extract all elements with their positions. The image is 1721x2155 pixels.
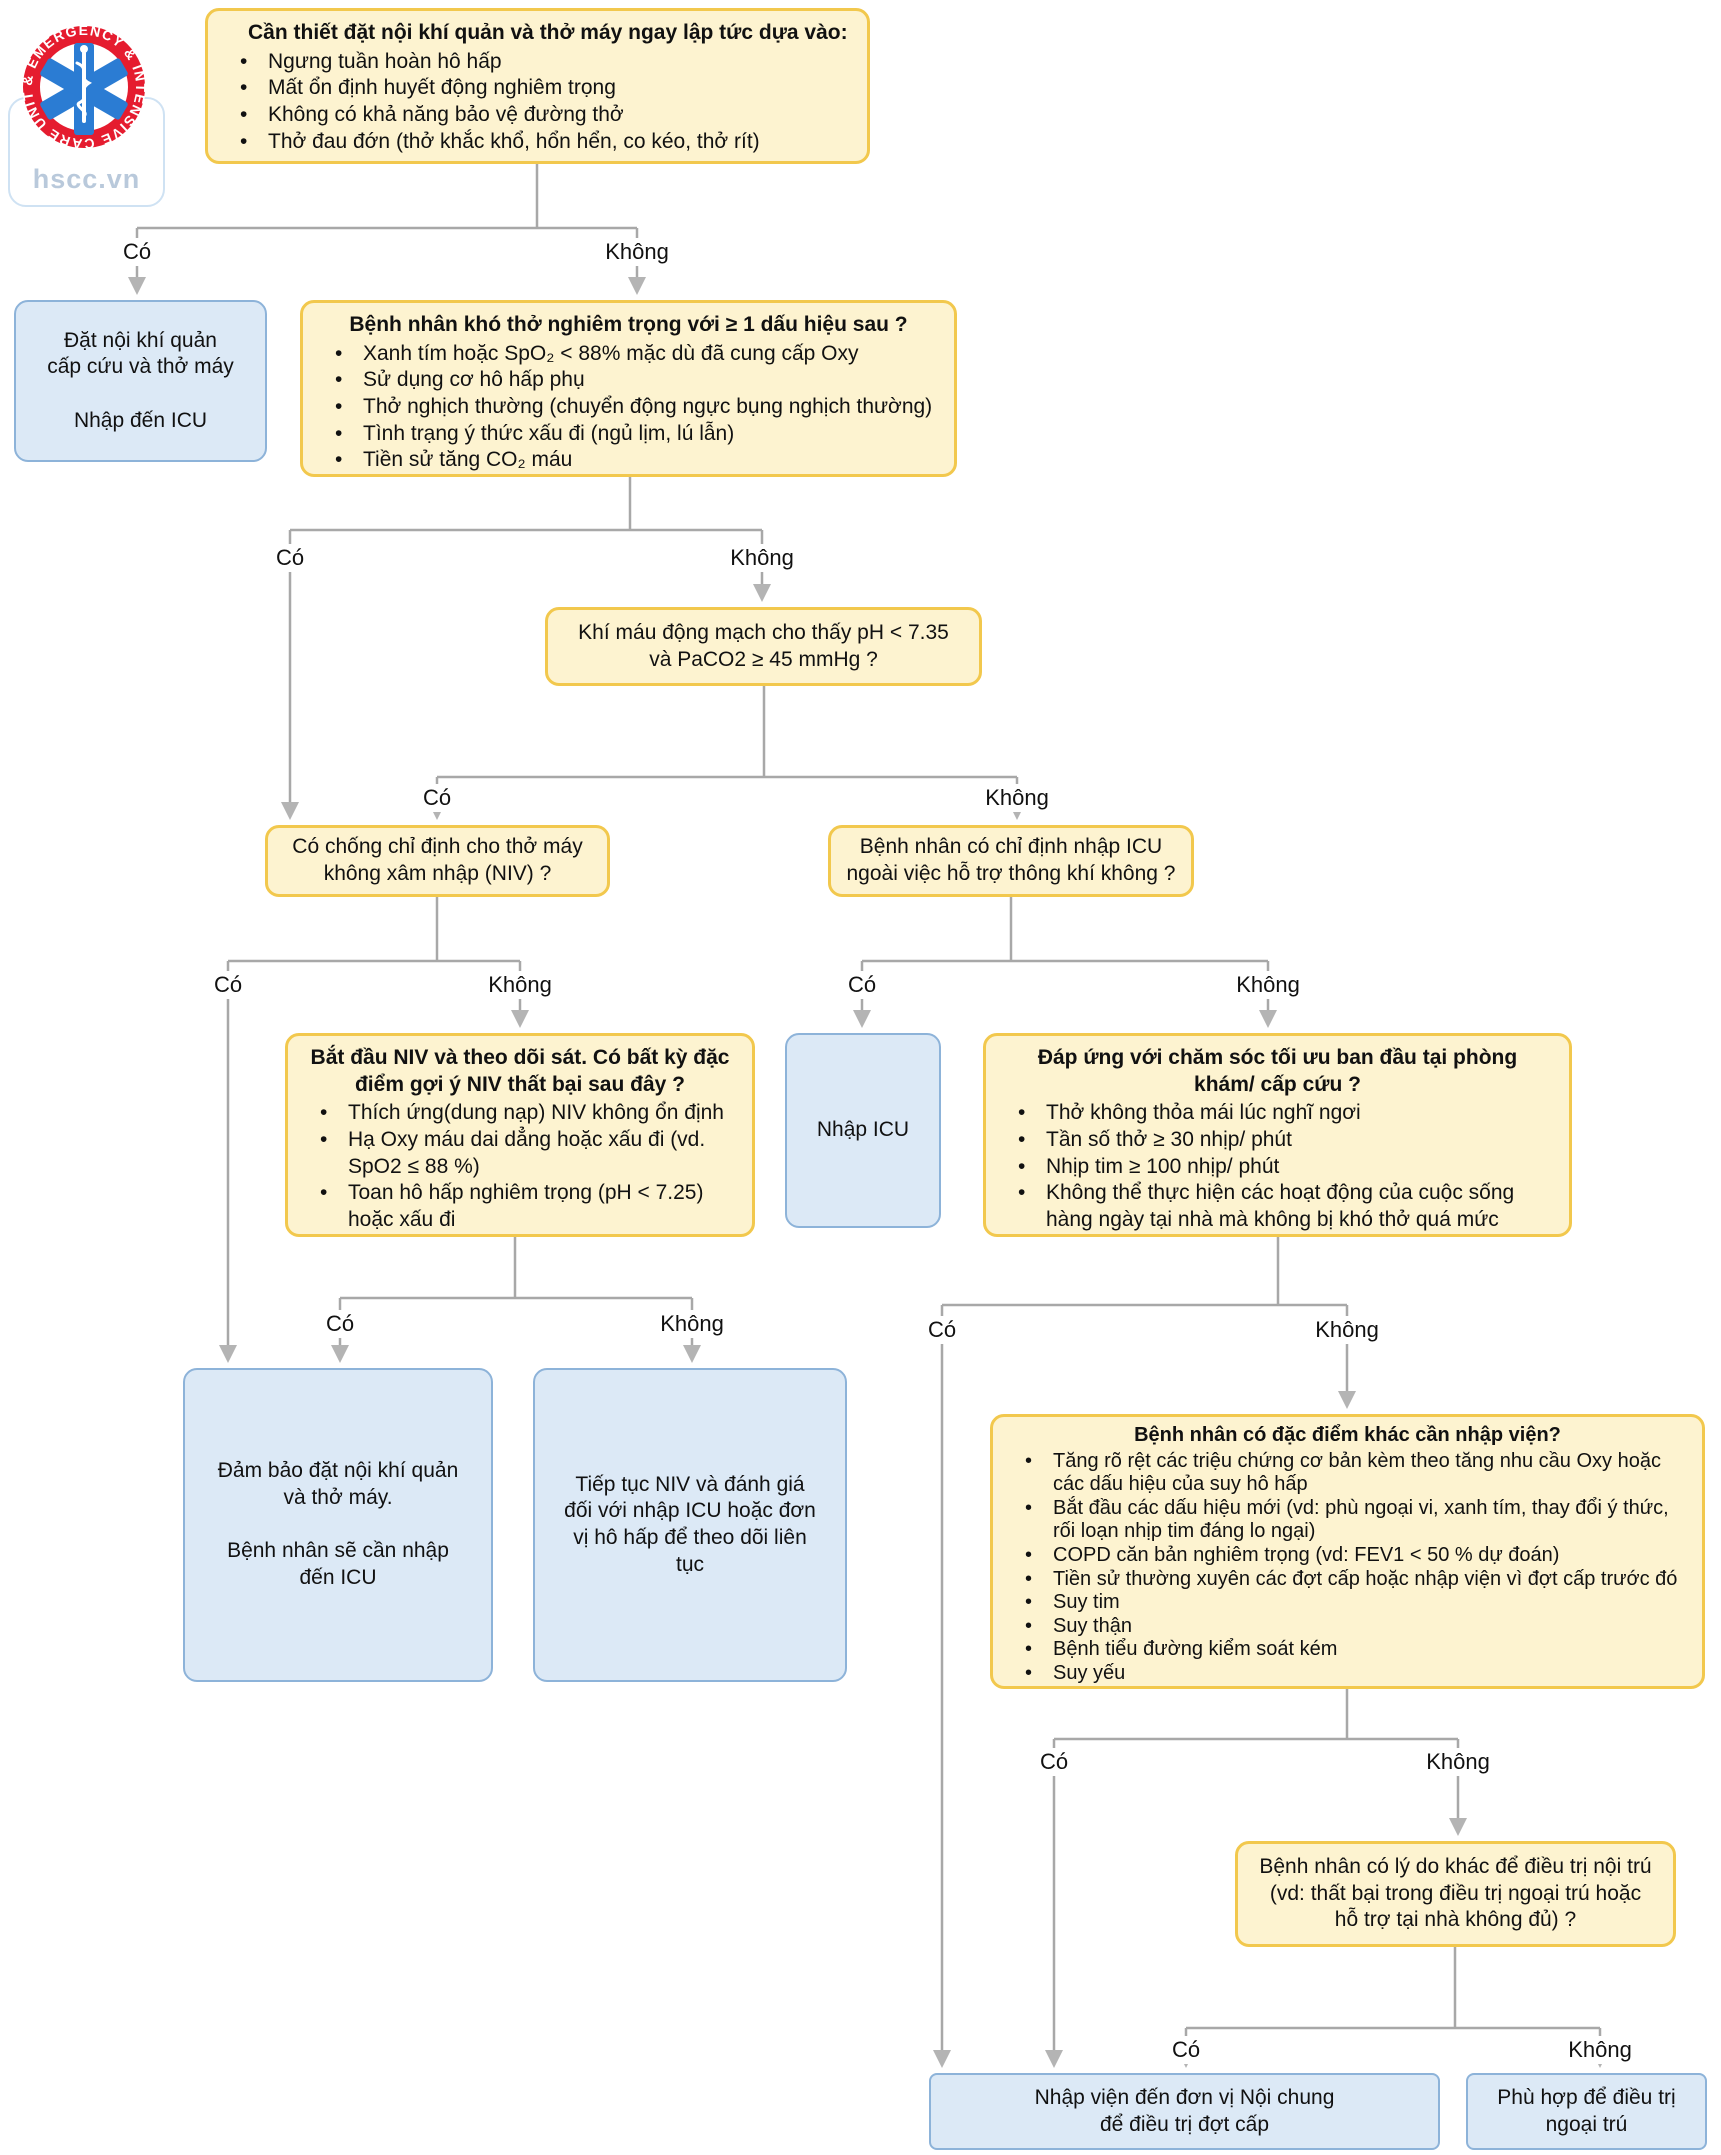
node-title: Đáp ứng với chăm sóc tối ưu ban đầu tại … bbox=[1037, 1046, 1518, 1096]
node-text: Tiếp tục NIV và đánh giá đối với nhập IC… bbox=[564, 1472, 816, 1576]
node-text: Nhập viện đến đơn vị Nội chung để điều t… bbox=[1034, 2085, 1335, 2136]
bullet-item: Mất ổn định huyết động nghiêm trọng bbox=[232, 75, 859, 102]
edge-label-no: Không bbox=[598, 238, 676, 267]
node-text: Có chống chỉ định cho thở máy không xâm … bbox=[292, 835, 583, 885]
bullet-item: Không thể thực hiện các hoạt động của cu… bbox=[1010, 1180, 1561, 1233]
node-other-admission-features-question: Bệnh nhân có đặc điểm khác cần nhập viện… bbox=[990, 1414, 1705, 1689]
star-of-life-icon bbox=[40, 43, 128, 135]
bullet-list: Thở không thỏa mái lúc nghĩ ngơiTần số t… bbox=[986, 1100, 1569, 1233]
bullet-item: Nhịp tim ≥ 100 nhịp/ phút bbox=[1010, 1154, 1561, 1181]
edge-label-no: Không bbox=[1561, 2036, 1639, 2065]
edge-label-yes: Có bbox=[1164, 2036, 1208, 2065]
edge-label-no: Không bbox=[1229, 971, 1307, 1000]
edge-label-yes: Có bbox=[318, 1310, 362, 1339]
bullet-list: Xanh tím hoặc SpO₂ < 88% mặc dù đã cung … bbox=[303, 341, 954, 474]
node-admit-icu-outcome: Nhập ICU bbox=[785, 1033, 941, 1228]
bullet-item: Bắt đầu các dấu hiệu mới (vd: phù ngoại … bbox=[1017, 1497, 1694, 1544]
edge-label-yes: Có bbox=[206, 971, 250, 1000]
bullet-item: Hạ Oxy máu dai dẳng hoặc xấu đi (vd. SpO… bbox=[312, 1127, 744, 1180]
bullet-item: Suy thận bbox=[1017, 1615, 1694, 1639]
bullet-item: Suy yếu bbox=[1017, 1662, 1694, 1686]
bullet-item: Tăng rõ rệt các triệu chứng cơ bản kèm t… bbox=[1017, 1450, 1694, 1497]
edge-label-no: Không bbox=[653, 1310, 731, 1339]
bullet-item: Thở đau đớn (thở khắc khổ, hổn hển, co k… bbox=[232, 129, 859, 156]
logo-brand-text: hscc.vn bbox=[32, 164, 141, 194]
bullet-item: Toan hô hấp nghiêm trọng (pH < 7.25) hoặ… bbox=[312, 1180, 744, 1233]
node-title: Bắt đầu NIV và theo dõi sát. Có bất kỳ đ… bbox=[310, 1046, 730, 1096]
node-text: Khí máu động mạch cho thấy pH < 7.35 và … bbox=[578, 620, 949, 671]
node-abg-question: Khí máu động mạch cho thấy pH < 7.35 và … bbox=[545, 607, 982, 686]
node-severe-dyspnea-question: Bệnh nhân khó thở nghiêm trọng với ≥ 1 d… bbox=[300, 300, 957, 477]
node-text: Phù hợp để điều trị ngoại trú bbox=[1497, 2085, 1676, 2136]
bullet-item: Suy tim bbox=[1017, 1591, 1694, 1615]
edge-label-no: Không bbox=[481, 971, 559, 1000]
edge-label-yes: Có bbox=[920, 1316, 964, 1345]
edge-label-yes: Có bbox=[268, 544, 312, 573]
node-immediate-intubation-criteria: Cần thiết đặt nội khí quản và thở máy ng… bbox=[205, 8, 870, 164]
edge-label-no: Không bbox=[723, 544, 801, 573]
node-icu-indication-question: Bệnh nhân có chỉ định nhập ICU ngoài việ… bbox=[828, 825, 1194, 897]
node-text: Đặt nội khí quản cấp cứu và thở máy Nhập… bbox=[47, 328, 234, 432]
edge-label-no: Không bbox=[978, 784, 1056, 813]
bullet-item: COPD căn bản nghiêm trọng (vd: FEV1 < 50… bbox=[1017, 1544, 1694, 1568]
node-continue-niv-outcome: Tiếp tục NIV và đánh giá đối với nhập IC… bbox=[533, 1368, 847, 1682]
edge-label-no: Không bbox=[1308, 1316, 1386, 1345]
node-initial-care-response-question: Đáp ứng với chăm sóc tối ưu ban đầu tại … bbox=[983, 1033, 1572, 1237]
node-title: Bệnh nhân có đặc điểm khác cần nhập viện… bbox=[1134, 1424, 1561, 1446]
node-admit-general-ward-outcome: Nhập viện đến đơn vị Nội chung để điều t… bbox=[929, 2073, 1440, 2150]
bullet-item: Thở không thỏa mái lúc nghĩ ngơi bbox=[1010, 1100, 1561, 1127]
node-text: Bệnh nhân có lý do khác để điều trị nội … bbox=[1259, 1855, 1652, 1932]
bullet-item: Ngưng tuần hoàn hô hấp bbox=[232, 49, 859, 76]
edge-label-yes: Có bbox=[115, 238, 159, 267]
node-outpatient-treatment-outcome: Phù hợp để điều trị ngoại trú bbox=[1466, 2073, 1707, 2150]
node-title: Cần thiết đặt nội khí quản và thở máy ng… bbox=[248, 21, 848, 44]
node-text: Bệnh nhân có chỉ định nhập ICU ngoài việ… bbox=[846, 835, 1176, 885]
bullet-list: Tăng rõ rệt các triệu chứng cơ bản kèm t… bbox=[993, 1450, 1702, 1686]
bullet-item: Tình trạng ý thức xấu đi (ngủ lịm, lú lẫ… bbox=[327, 421, 946, 448]
bullet-item: Thở nghịch thường (chuyển động ngực bụng… bbox=[327, 394, 946, 421]
node-title: Bệnh nhân khó thở nghiêm trọng với ≥ 1 d… bbox=[349, 313, 908, 336]
node-ensure-intubation-outcome: Đảm bảo đặt nội khí quản và thở máy. Bện… bbox=[183, 1368, 493, 1682]
emergency-intensive-care-logo-icon: & EMERGENCY & INTENSIVE CARE UNIT bbox=[19, 22, 148, 152]
edge-label-yes: Có bbox=[840, 971, 884, 1000]
bullet-item: Tần số thở ≥ 30 nhịp/ phút bbox=[1010, 1127, 1561, 1154]
bullet-item: Tiền sử tăng CO₂ máu bbox=[327, 447, 946, 474]
edge-label-yes: Có bbox=[415, 784, 459, 813]
node-emergency-intubation-outcome: Đặt nội khí quản cấp cứu và thở máy Nhập… bbox=[14, 300, 267, 462]
node-text: Nhập ICU bbox=[816, 1118, 910, 1142]
bullet-item: Bệnh tiểu đường kiểm soát kém bbox=[1017, 1638, 1694, 1662]
node-other-inpatient-reasons-question: Bệnh nhân có lý do khác để điều trị nội … bbox=[1235, 1841, 1676, 1947]
node-niv-contraindication-question: Có chống chỉ định cho thở máy không xâm … bbox=[265, 825, 610, 897]
bullet-item: Xanh tím hoặc SpO₂ < 88% mặc dù đã cung … bbox=[327, 341, 946, 368]
bullet-list: Ngưng tuần hoàn hô hấpMất ổn định huyết … bbox=[208, 49, 867, 156]
bullet-item: Sử dụng cơ hô hấp phụ bbox=[327, 367, 946, 394]
node-text: Đảm bảo đặt nội khí quản và thở máy. Bện… bbox=[217, 1459, 459, 1589]
bullet-item: Thích ứng(dung nạp) NIV không ổn định bbox=[312, 1100, 744, 1127]
bullet-item: Không có khả năng bảo vệ đường thở bbox=[232, 102, 859, 129]
edge-label-no: Không bbox=[1419, 1748, 1497, 1777]
edge-label-yes: Có bbox=[1032, 1748, 1076, 1777]
node-start-niv-question: Bắt đầu NIV và theo dõi sát. Có bất kỳ đ… bbox=[285, 1033, 755, 1237]
bullet-list: Thích ứng(dung nạp) NIV không ổn địnhHạ … bbox=[288, 1100, 752, 1233]
bullet-item: Tiền sử thường xuyên các đợt cấp hoặc nh… bbox=[1017, 1568, 1694, 1592]
